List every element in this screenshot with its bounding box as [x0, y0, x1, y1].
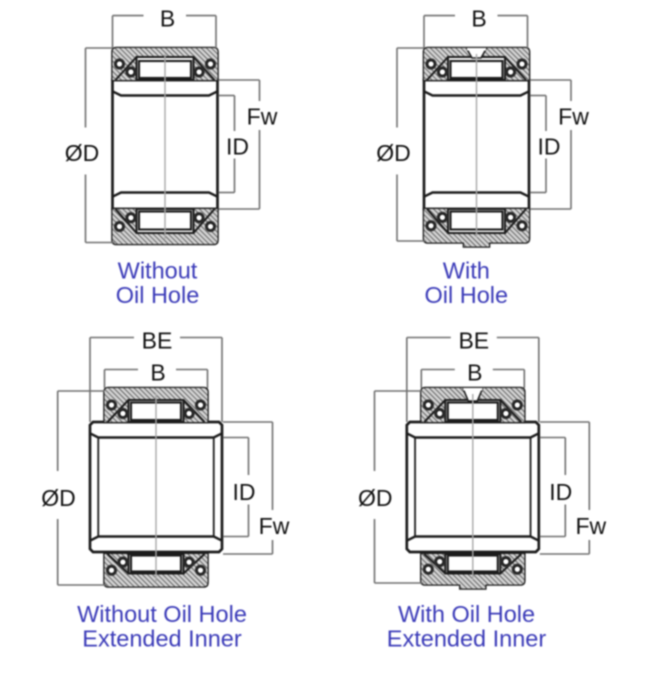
svg-text:ØD: ØD — [376, 140, 411, 166]
svg-text:With: With — [443, 258, 490, 284]
svg-text:ØD: ØD — [358, 485, 393, 511]
svg-text:Without Oil Hole: Without Oil Hole — [77, 601, 247, 627]
svg-text:Fw: Fw — [558, 103, 589, 129]
svg-text:With Oil Hole: With Oil Hole — [398, 601, 535, 627]
svg-text:ID: ID — [538, 133, 561, 159]
svg-text:B: B — [160, 6, 175, 32]
svg-text:ID: ID — [226, 133, 249, 159]
svg-text:Fw: Fw — [575, 513, 606, 539]
svg-text:ØD: ØD — [41, 485, 76, 511]
svg-text:ØD: ØD — [65, 140, 100, 166]
svg-text:Extended Inner: Extended Inner — [82, 626, 242, 652]
svg-text:B: B — [471, 6, 486, 32]
svg-text:BE: BE — [142, 327, 173, 353]
svg-text:Fw: Fw — [247, 103, 278, 129]
svg-text:B: B — [150, 359, 165, 385]
svg-text:Oil Hole: Oil Hole — [116, 282, 200, 308]
svg-text:ID: ID — [549, 479, 572, 505]
svg-text:Extended Inner: Extended Inner — [387, 626, 547, 652]
svg-text:ID: ID — [233, 479, 256, 505]
svg-text:B: B — [467, 359, 482, 385]
svg-text:Oil Hole: Oil Hole — [425, 282, 509, 308]
svg-text:BE: BE — [458, 327, 489, 353]
svg-text:Fw: Fw — [259, 513, 290, 539]
svg-text:Without: Without — [118, 258, 198, 284]
